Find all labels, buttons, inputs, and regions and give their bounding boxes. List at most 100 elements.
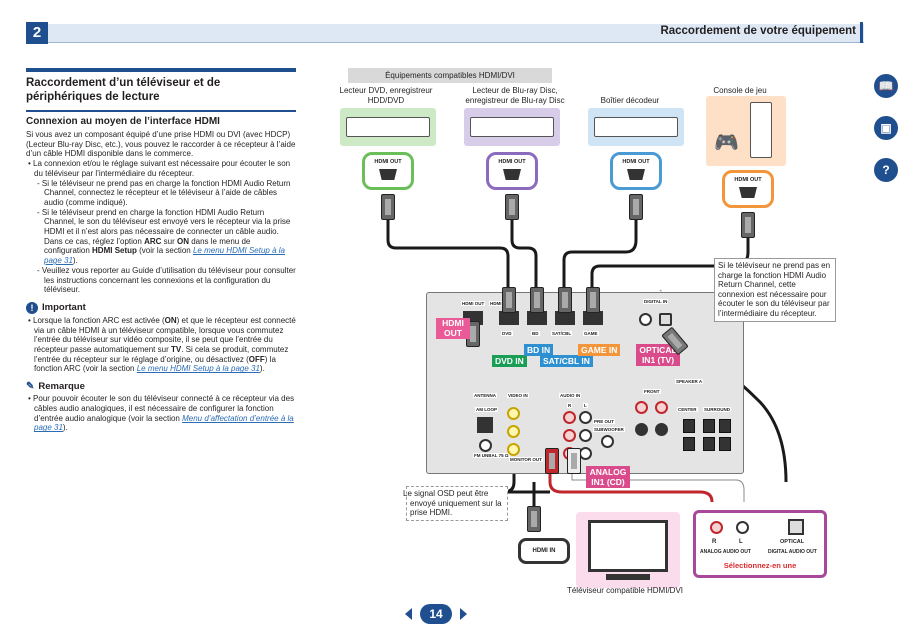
optical-in-tag: OPTICAL IN1 (TV) <box>636 344 680 366</box>
pencil-icon: ✎ <box>26 381 35 393</box>
receiver-hdmi-out-label: HDMI OUT <box>461 301 486 306</box>
arc-callout: Si le téléviseur ne prend pas en charge … <box>714 258 836 322</box>
dash-item: - Si le téléviseur prend en charge la fo… <box>37 207 291 266</box>
important-text: ) la fonction ARC (voir la section <box>34 354 276 374</box>
section-title: Raccordement d’un téléviseur et de périp… <box>26 77 221 103</box>
receiver-l-label: L <box>583 403 588 408</box>
important-text: . Si cela se produit, commutez l’entrée … <box>34 345 289 364</box>
tv-analog-out-label: ANALOG AUDIO OUT <box>700 549 751 555</box>
remark-text: Pour pouvoir écouter le son du téléviseu… <box>33 394 295 423</box>
receiver-dvd-port <box>499 311 519 325</box>
receiver-am-loop-label: AM LOOP <box>475 407 498 412</box>
next-page-icon[interactable] <box>460 608 467 620</box>
game-console-device: 🎮 <box>706 96 786 166</box>
help-icon[interactable]: ? <box>874 158 898 182</box>
fm-jack <box>479 439 492 452</box>
am-loop-terminal <box>477 417 493 433</box>
dash-text: ). <box>72 256 78 266</box>
device-label-bd: Lecteur de Blu-ray Disc, enregistreur de… <box>465 86 565 105</box>
front-r-terminal <box>635 401 648 414</box>
receiver-fm-label: FM UNBAL 75 Ω <box>473 453 510 458</box>
front-r-terminal-neg <box>635 423 648 436</box>
hdmi-port <box>627 169 645 180</box>
hdmi-plug <box>502 287 516 313</box>
hdmi-plug <box>527 506 541 532</box>
remark-bullet: • Pour pouvoir écouter le son du télévis… <box>28 394 295 433</box>
bold-arc: ARC <box>144 236 162 246</box>
surround-terminal <box>703 437 715 451</box>
hdmi-out-console: HDMI OUT <box>722 170 774 208</box>
front-l-terminal-neg <box>655 423 668 436</box>
dvd-in-tag: DVD IN <box>492 355 527 367</box>
game-in-tag: GAME IN <box>578 344 621 356</box>
tv-digital-out-label: DIGITAL AUDIO OUT <box>768 549 817 555</box>
osd-callout: Le signal OSD peut être envoyé uniquemen… <box>403 486 508 521</box>
intro-paragraph: Si vous avez un composant équipé d’une p… <box>26 130 296 159</box>
dash-text: Si le téléviseur ne prend pas en charge … <box>41 178 291 207</box>
receiver-subwoofer-label: SUBWOOFER <box>593 427 625 432</box>
subwoofer-jack <box>601 435 614 448</box>
dvd-player-device <box>340 108 436 146</box>
dash-text: dans le menu de configuration <box>44 236 251 256</box>
hdmi-setup-link[interactable]: Le menu HDMI Setup à la page 31 <box>44 246 285 266</box>
receiver-game-port <box>583 311 603 325</box>
receiver-satcbl-port <box>555 311 575 325</box>
header-title: Raccordement de votre équipement <box>660 25 856 37</box>
bd-in-tag: BD IN <box>524 344 554 356</box>
receiver-dvd-label: DVD <box>501 331 513 336</box>
receiver-hdmi-in-label: HDMI IN <box>489 301 509 306</box>
important-heading: ! Important <box>26 301 296 314</box>
video-jack <box>507 425 520 438</box>
receiver-game-label: GAME <box>583 331 599 336</box>
device-label-console: Console de jeu <box>713 86 767 95</box>
receiver-speaker-a-label: SPEAKER A <box>675 379 704 384</box>
hdmi-plug <box>505 194 519 220</box>
tv-audio-out-panel: R L OPTICAL ANALOG AUDIO OUT DIGITAL AUD… <box>693 510 827 578</box>
dash-item: - Veuillez vous reporter au Guide d’util… <box>37 265 296 295</box>
receiver-bd-label: BD <box>531 331 540 336</box>
analog-in-tag: ANALOG IN1 (CD) <box>586 466 630 488</box>
hdmi-out-dvd: HDMI OUT <box>362 152 414 190</box>
hdmi-out-label: HDMI OUT <box>498 159 526 165</box>
important-bullet: • Lorsque la fonction ARC est activée (O… <box>28 315 296 374</box>
dash-text: Si le téléviseur prend en charge la fonc… <box>41 207 291 246</box>
tv-optical-jack <box>788 519 804 535</box>
tv-l-label: L <box>739 539 743 545</box>
front-l-terminal <box>655 401 668 414</box>
game-console-body <box>750 102 772 158</box>
connection-diagram: Équipements compatibles HDMI/DVI Lecteur… <box>300 62 870 602</box>
header-end-mark <box>860 22 863 43</box>
cable-analog-l <box>571 470 745 502</box>
receiver-video-in-label: VIDEO IN <box>507 393 529 398</box>
video-jack <box>507 407 520 420</box>
receiver-digital-in-label: DIGITAL IN <box>643 299 669 304</box>
page-number: 14 <box>420 604 452 624</box>
cable-analog-r <box>548 470 714 503</box>
cable-dvd <box>386 220 510 288</box>
hdmi-setup-link[interactable]: Le menu HDMI Setup à la page 31 <box>136 364 260 374</box>
important-text: ). <box>259 364 265 374</box>
tv-caption: Téléviseur compatible HDMI/DVI <box>566 586 684 595</box>
surround-terminal <box>719 437 731 451</box>
tv-optical-label: OPTICAL <box>780 539 805 545</box>
set-top-box-body <box>594 117 678 137</box>
section-rule <box>26 68 296 72</box>
satcbl-in-tag: SAT/CBL IN <box>540 355 593 367</box>
chapter-number: 2 <box>26 22 48 44</box>
tv-analog-r-jack <box>710 521 723 534</box>
receiver-bd-port <box>527 311 547 325</box>
tv-stand <box>606 574 650 580</box>
coaxial-jack <box>639 313 652 326</box>
cable-stb <box>562 220 638 288</box>
book-icon[interactable]: 📖 <box>874 74 898 98</box>
video-jack <box>507 443 520 456</box>
dvd-player-body <box>346 117 430 137</box>
optical-jack <box>659 313 672 326</box>
input-assign-link[interactable]: Menu d’affectation d’entrée à la page 31 <box>34 413 294 433</box>
hdmi-out-bd: HDMI OUT <box>486 152 538 190</box>
prev-page-icon[interactable] <box>405 608 412 620</box>
receiver-icon[interactable]: ▣ <box>874 116 898 140</box>
subsection-title: Connexion au moyen de l’interface HDMI <box>26 116 220 127</box>
audio-jack-r <box>563 411 576 424</box>
av-receiver-rear-panel: HDMI OUT HDMI IN DVD BD SAT/CBL GAME DIG… <box>426 287 744 474</box>
